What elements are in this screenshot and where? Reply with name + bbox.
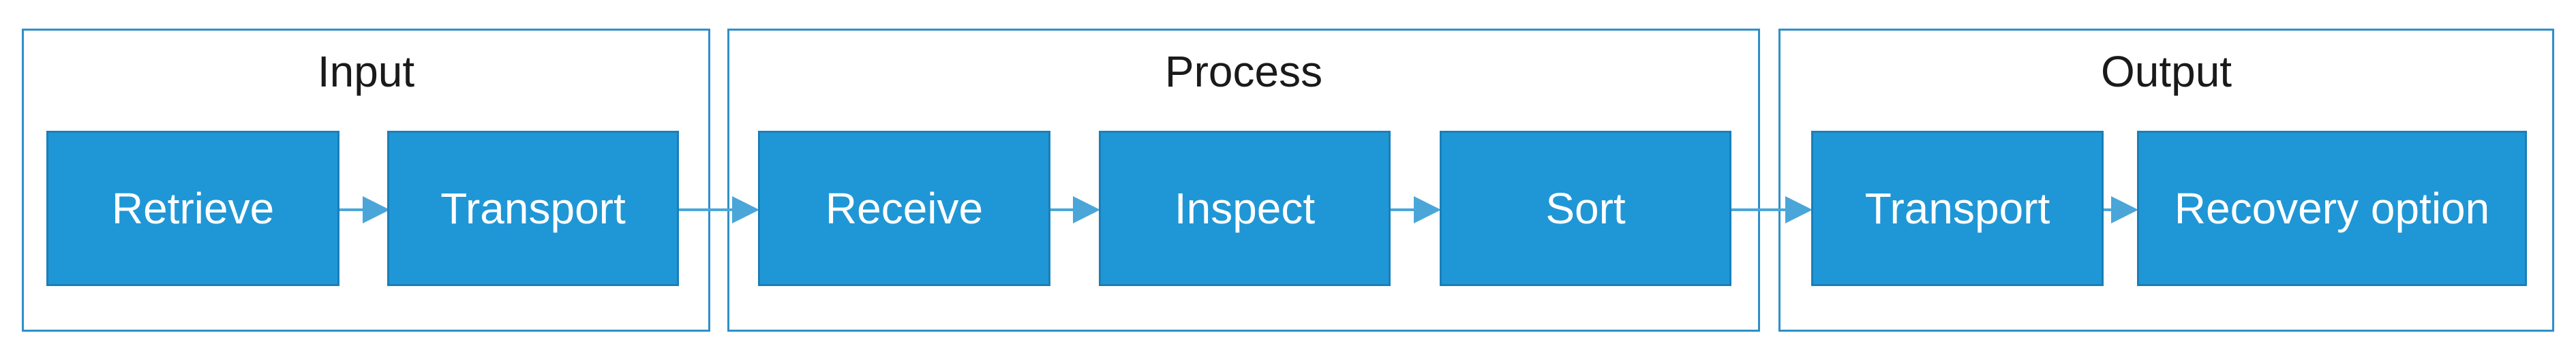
step-receive: Receive — [758, 131, 1050, 286]
step-retrieve: Retrieve — [46, 131, 339, 286]
step-inspect: Inspect — [1099, 131, 1391, 286]
group-title-input: Input — [317, 47, 415, 96]
group-title-process: Process — [1164, 47, 1323, 96]
step-transport-output: Transport — [1811, 131, 2104, 286]
step-transport-input: Transport — [387, 131, 679, 286]
step-recovery-option: Recovery option — [2137, 131, 2527, 286]
step-sort: Sort — [1440, 131, 1731, 286]
group-title-output: Output — [2100, 47, 2232, 96]
